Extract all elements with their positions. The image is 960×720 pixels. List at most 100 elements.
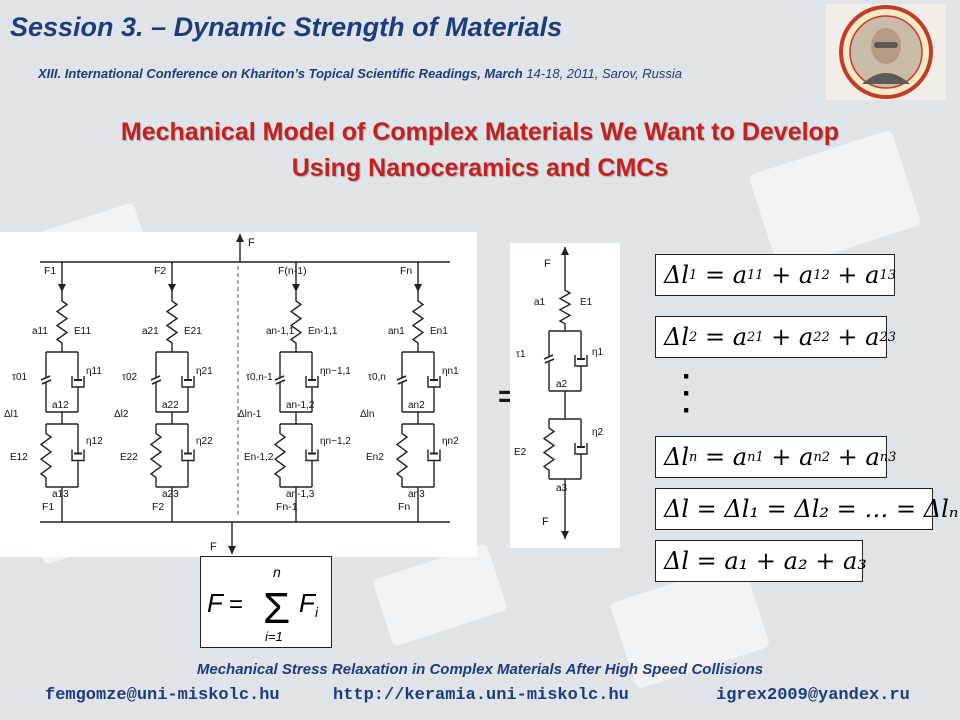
- footer-email-1[interactable]: femgomze@uni-miskolc.hu: [45, 686, 280, 705]
- branch-1-label-eta1: η11: [86, 366, 102, 377]
- branch-3-label-dl: Δln-1: [238, 409, 262, 420]
- branch-4-label-dl: Δln: [360, 409, 374, 420]
- branch-4-spring-2: [395, 424, 409, 487]
- branch-3-label-a1: an-1,1: [266, 326, 295, 337]
- branch-2-label-eta1: η21: [196, 366, 213, 377]
- branch-3-spring-2: [273, 424, 287, 487]
- sum-upper: n: [273, 564, 281, 580]
- branch-1-label-e1: E11: [74, 326, 91, 337]
- equiv-label-a1: a1: [534, 297, 546, 308]
- branch-4-label-eta1: ηn1: [442, 366, 459, 377]
- branch-2-label-tau: τ02: [122, 372, 138, 383]
- branch-2-label-dl: Δl2: [114, 409, 129, 420]
- branch-1-label-a2: a12: [52, 400, 69, 411]
- main-force-top-label: F: [248, 237, 255, 249]
- equation-dl-total: Δl = a₁ + a₂ + a₃: [655, 540, 867, 582]
- branch-2-label-a2: a22: [162, 400, 179, 411]
- branch-3-label-a2: an-1,2: [286, 400, 315, 411]
- branch-2-label-a3: a23: [162, 489, 179, 500]
- branch-4-arrow-top: [414, 284, 422, 292]
- svg-text:=: =: [229, 591, 243, 618]
- branch-3-label-eta2: ηn−1,2: [320, 436, 351, 447]
- branch-2-label-e2: E22: [120, 452, 138, 463]
- equiv-label-a3: a3: [556, 483, 568, 494]
- equiv-label-e2: E2: [514, 447, 527, 458]
- equiv-label-eta2: η2: [592, 427, 604, 438]
- branch-4-label-a1: an1: [388, 326, 405, 337]
- branch-3-friction-pad1: [274, 375, 285, 381]
- sum-term: F: [299, 588, 317, 618]
- branch-3-label-eta1: ηn−1,1: [320, 366, 351, 377]
- footer-subtitle: Mechanical Stress Relaxation in Complex …: [196, 661, 764, 678]
- conference-line: XIII. International Conference on Kharit…: [38, 66, 682, 81]
- vertical-ellipsis: ···: [682, 360, 692, 427]
- branch-3-label-e1: En-1,1: [308, 326, 338, 337]
- main-force-top-arrow: [236, 234, 244, 242]
- branch-2-spring-1: [165, 292, 179, 352]
- equiv-label-tau: τ1: [516, 349, 526, 360]
- branch-2-friction-pad1: [150, 375, 161, 381]
- branch-1-arrow-top: [58, 284, 66, 292]
- branch-2-arrow-top: [168, 284, 176, 292]
- equiv-friction-pad1: [543, 354, 554, 360]
- session-title: Session 3. – Dynamic Strength of Materia…: [10, 12, 563, 42]
- branch-1-label-tau: τ01: [12, 372, 28, 383]
- branch-4-label-eta2: ηn2: [442, 436, 459, 447]
- branch-1-spring-2: [39, 424, 53, 487]
- branch-2-spring-2: [149, 424, 163, 487]
- main-force-bottom-arrow: [228, 546, 236, 554]
- sigma-symbol: Σ: [263, 584, 290, 633]
- branch-4-force-top-label: Fn: [400, 265, 412, 277]
- conference-date-place: 14-18, 2011, Sarov, Russia: [526, 66, 682, 81]
- branch-3-label-a3: an-1,3: [286, 489, 315, 500]
- branch-1-label-dl: Δl1: [4, 409, 19, 420]
- branch-1-force-top-label: F1: [44, 265, 56, 277]
- equiv-label-e1: E1: [580, 297, 593, 308]
- branch-3-label-tau: τ0,n-1: [246, 372, 273, 383]
- equiv-arrow-bottom: [561, 531, 569, 539]
- branch-4-label-a3: an3: [408, 489, 425, 500]
- equiv-force-bottom-label: F: [542, 516, 549, 528]
- equiv-arrow-top: [561, 247, 569, 255]
- branch-1-spring-1: [55, 292, 69, 352]
- branch-3-label-e2: En-1,2: [244, 452, 274, 463]
- equiv-label-eta1: η1: [592, 347, 604, 358]
- footer-email-2[interactable]: igrex2009@yandex.ru: [716, 686, 910, 705]
- branch-2-label-a1: a21: [142, 326, 159, 337]
- sum-lhs: F: [207, 588, 225, 618]
- branch-2-label-eta2: η22: [196, 436, 213, 447]
- branch-3-force-bottom-label: Fn-1: [276, 501, 298, 513]
- branch-1-label-a1: a11: [32, 326, 48, 337]
- footer-url[interactable]: http://keramia.uni-miskolc.hu: [333, 686, 629, 705]
- branch-3-arrow-top: [292, 284, 300, 292]
- branch-1-label-a3: a13: [52, 489, 69, 500]
- equiv-force-top-label: F: [544, 258, 551, 270]
- slide-title-line1: Mechanical Model of Complex Materials We…: [120, 118, 840, 146]
- branch-4-force-bottom-label: Fn: [398, 501, 410, 513]
- main-force-bottom-label: F: [210, 541, 217, 553]
- branch-2-force-top-label: F2: [154, 265, 166, 277]
- slide-title-line2: Using Nanoceramics and CMCs: [291, 154, 669, 182]
- sum-lower: i=1: [265, 629, 283, 644]
- branch-3-spring-1: [289, 292, 303, 352]
- equation-dl-chain: Δl = Δl₁ = Δl₂ = … = Δlₙ: [655, 488, 958, 530]
- equiv-spring-1: [558, 283, 572, 331]
- branch-4-friction-pad1: [396, 375, 407, 381]
- sum-formula: F = Σ n i=1 F i: [207, 564, 319, 644]
- branch-4-spring-1: [411, 292, 425, 352]
- branch-2-force-bottom-label: F2: [152, 501, 164, 513]
- branch-3-force-top-label: F(n-1): [278, 265, 307, 277]
- branch-2-label-e1: E21: [184, 326, 202, 337]
- branch-1-force-bottom-label: F1: [42, 501, 54, 513]
- equiv-label-a2: a2: [556, 379, 568, 390]
- branch-4-label-tau: τ0,n: [368, 372, 386, 383]
- equiv-spring-2: [542, 419, 556, 479]
- sum-formula-box: F = Σ n i=1 F i: [200, 556, 332, 648]
- branch-1-label-e2: E12: [10, 452, 28, 463]
- branch-4-label-e1: En1: [430, 326, 448, 337]
